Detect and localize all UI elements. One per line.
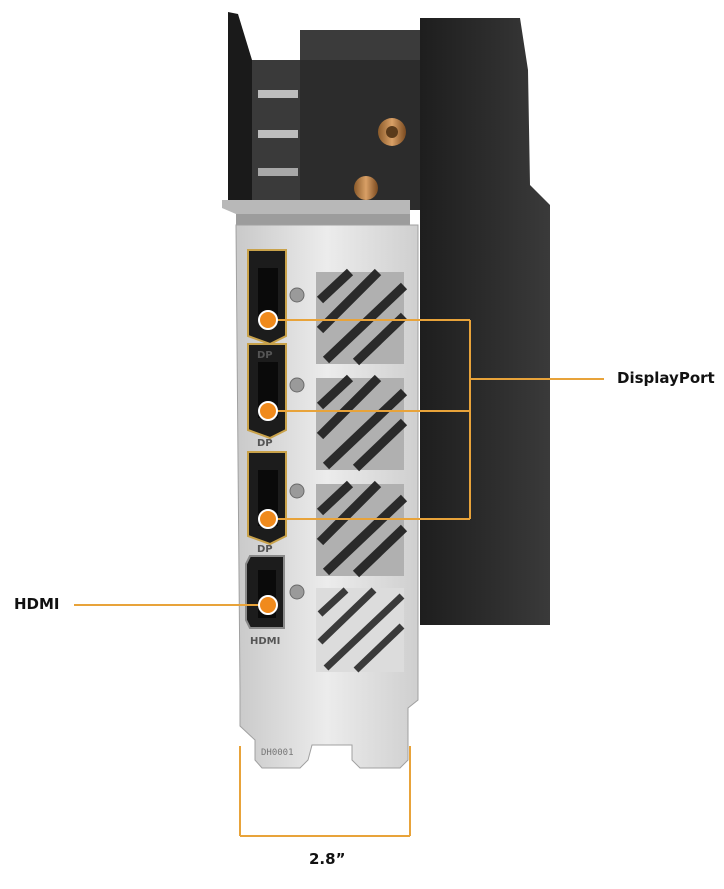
dp-mark-2: DP [257, 438, 273, 449]
width-label: 2.8” [309, 850, 346, 868]
hdmi-label: HDMI [14, 595, 60, 613]
tab-code: DH0001 [261, 748, 294, 758]
displayport-label: DisplayPort [617, 369, 715, 387]
bracket-vents [316, 268, 408, 673]
port-dots [258, 310, 278, 615]
dp-mark-1: DP [257, 350, 273, 361]
width-dimension [239, 746, 411, 837]
hdmi-mark: HDMI [250, 636, 280, 647]
bracket-lip [222, 200, 410, 225]
dp-mark-3: DP [257, 544, 273, 555]
rear-shroud [228, 12, 550, 625]
displayport-callout [268, 319, 604, 520]
hdmi-port [245, 555, 285, 629]
displayport-3 [247, 451, 287, 546]
bracket-screws [289, 287, 305, 600]
